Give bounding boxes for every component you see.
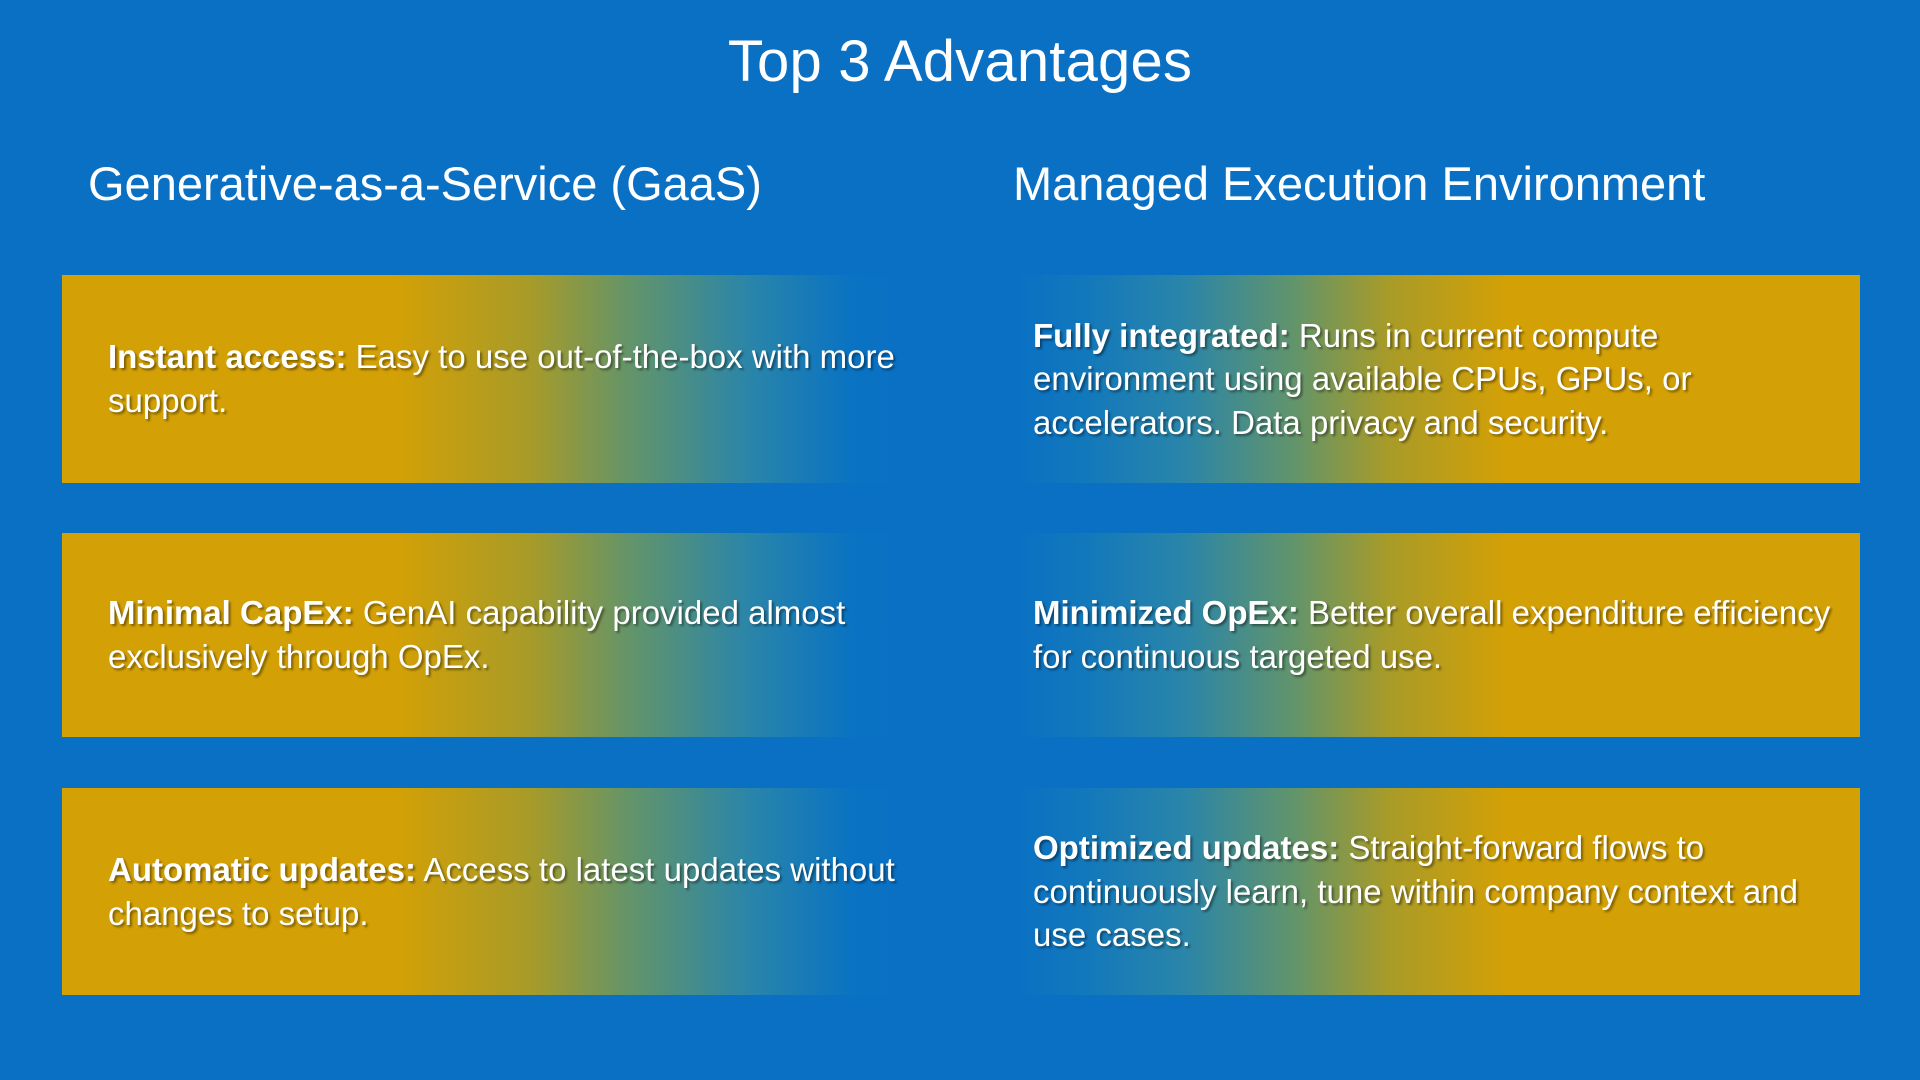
advantage-card-text: Instant access: Easy to use out-of-the-b… bbox=[108, 335, 900, 422]
advantage-card-text: Optimized updates: Straight-forward flow… bbox=[1033, 826, 1834, 957]
advantage-card: Minimal CapEx: GenAI capability provided… bbox=[62, 533, 900, 737]
advantage-card-text: Fully integrated: Runs in current comput… bbox=[1033, 314, 1834, 445]
advantage-card-lead: Optimized updates: bbox=[1033, 829, 1340, 867]
advantage-card: Instant access: Easy to use out-of-the-b… bbox=[62, 275, 900, 483]
advantage-card-text: Minimized OpEx: Better overall expenditu… bbox=[1033, 591, 1834, 678]
advantage-card-body: GenAI capability provided almost exclusi… bbox=[108, 594, 846, 675]
column-header-gaas: Generative-as-a-Service (GaaS) bbox=[88, 157, 762, 210]
page-title: Top 3 Advantages bbox=[727, 29, 1193, 94]
advantage-card-lead: Automatic updates: bbox=[108, 850, 417, 888]
advantage-card-text: Automatic updates: Access to latest upda… bbox=[108, 848, 900, 935]
advantage-card-lead: Minimal CapEx: bbox=[108, 594, 354, 632]
advantage-card-lead: Minimized OpEx: bbox=[1033, 594, 1299, 632]
advantage-card-body: Runs in current compute environment usin… bbox=[1033, 316, 1692, 441]
advantage-card-body: Better overall expenditure efficiency fo… bbox=[1033, 594, 1831, 675]
advantage-card-body: Access to latest updates without changes… bbox=[108, 850, 895, 932]
advantage-card: Fully integrated: Runs in current comput… bbox=[1015, 275, 1860, 483]
advantage-card-lead: Fully integrated: bbox=[1033, 316, 1290, 354]
advantage-card: Minimized OpEx: Better overall expenditu… bbox=[1015, 533, 1860, 737]
advantage-card-body: Straight-forward flows to continuously l… bbox=[1033, 829, 1798, 954]
advantage-card: Automatic updates: Access to latest upda… bbox=[62, 788, 900, 995]
advantage-card-lead: Instant access: bbox=[108, 338, 347, 376]
advantage-card: Optimized updates: Straight-forward flow… bbox=[1015, 788, 1860, 995]
column-header-managed-execution-environment: Managed Execution Environment bbox=[1013, 157, 1706, 210]
advantage-card-body: Easy to use out-of-the-box with more sup… bbox=[108, 338, 895, 419]
advantage-card-text: Minimal CapEx: GenAI capability provided… bbox=[108, 591, 900, 678]
